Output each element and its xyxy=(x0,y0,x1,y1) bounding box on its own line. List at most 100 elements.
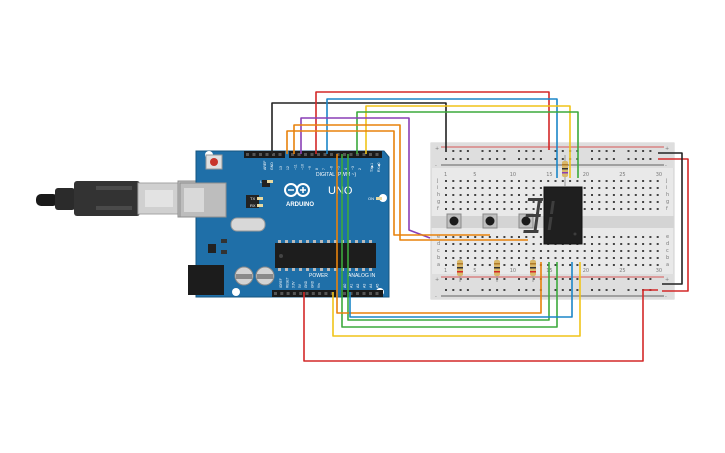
digital-pin-label: 8 xyxy=(315,168,319,170)
row-letter: c xyxy=(666,248,669,254)
power-label: POWER xyxy=(309,273,328,279)
atmega-chip xyxy=(275,243,376,268)
digital-header[interactable] xyxy=(244,151,285,158)
rail-label-minus: - xyxy=(435,294,437,300)
svg-text:TX: TX xyxy=(250,196,255,201)
row-letter: c xyxy=(437,248,440,254)
digital-pin-label: ~5 xyxy=(337,166,341,170)
wire-orange[interactable] xyxy=(293,124,528,241)
column-number: 30 xyxy=(656,172,662,178)
push-button[interactable] xyxy=(446,213,462,229)
wire-orange[interactable] xyxy=(286,130,490,236)
resistor xyxy=(457,258,463,282)
digital-pin-label: ~10 xyxy=(301,164,305,170)
wire-red-5v[interactable] xyxy=(315,91,550,154)
column-number: 20 xyxy=(583,268,589,274)
row-letter: f xyxy=(666,206,668,212)
resistor xyxy=(494,258,500,282)
chip-pins xyxy=(278,268,372,271)
row-letter: d xyxy=(666,241,669,247)
wire-green-seg[interactable] xyxy=(341,154,558,328)
row-letter: j xyxy=(436,178,438,184)
model-text: UNO xyxy=(328,185,353,197)
l-led: L xyxy=(260,179,273,184)
arduino-board[interactable]: TX RX ON L ARDUINO UNO DIGITAL (PWM ~) P… xyxy=(179,150,390,298)
column-number: 20 xyxy=(583,172,589,178)
wire-red-power[interactable] xyxy=(303,289,658,362)
tx-pin-label: TX▶1 xyxy=(370,163,374,172)
row-letter: b xyxy=(666,255,669,261)
column-number: 1 xyxy=(444,172,447,178)
rail-label-plus: + xyxy=(435,277,439,283)
arduino-logo xyxy=(284,183,310,197)
dc-jack xyxy=(188,265,224,295)
header-holes xyxy=(246,153,379,156)
power-pin-label: GND xyxy=(311,280,315,288)
rx-pin-label: RX◀0 xyxy=(377,162,381,172)
row-letter: h xyxy=(666,192,669,198)
resistor xyxy=(530,258,536,282)
analog-label: ANALOG IN xyxy=(348,273,376,279)
row-letter: d xyxy=(437,241,440,247)
power-pin-label: 3.3V xyxy=(292,281,296,288)
wire-yellow-seg[interactable] xyxy=(332,262,581,337)
digital-pin-label: ~9 xyxy=(308,166,312,170)
column-number: 1 xyxy=(444,268,447,274)
column-number: 5 xyxy=(473,268,476,274)
row-letter: e xyxy=(666,234,669,240)
digital-pin-label: 13 xyxy=(279,166,283,170)
wire-green-seg[interactable] xyxy=(347,154,550,321)
rail-label-plus: + xyxy=(435,146,439,152)
digital-pin-label: 4 xyxy=(344,168,348,170)
row-letter: a xyxy=(437,262,440,268)
column-number: 10 xyxy=(510,172,516,178)
column-number: 15 xyxy=(546,172,552,178)
digital-pin-label: ~6 xyxy=(329,166,333,170)
digital-header[interactable] xyxy=(289,151,382,158)
wire-blue-seg[interactable] xyxy=(349,262,573,318)
wire-purple[interactable] xyxy=(300,117,431,239)
analog-header[interactable] xyxy=(341,290,383,297)
rail-label-minus: - xyxy=(435,163,437,169)
wire-black-rail[interactable] xyxy=(658,152,683,285)
power-led: ON xyxy=(368,196,382,201)
wire-black-gnd[interactable] xyxy=(271,102,447,154)
svg-text:RX: RX xyxy=(250,203,256,208)
crystal xyxy=(230,217,266,232)
power-pin-label: IOREF xyxy=(279,278,283,288)
column-number: 30 xyxy=(656,268,662,274)
row-letter: i xyxy=(437,185,438,191)
rail-label-plus: + xyxy=(665,277,669,283)
column-number: 25 xyxy=(619,172,625,178)
wire-green[interactable] xyxy=(356,111,579,178)
wire-red-rail[interactable] xyxy=(658,158,689,292)
power-pin-label: 5V xyxy=(298,283,302,288)
analog-pin-label: A4 xyxy=(369,284,373,288)
analog-pin-label: A1 xyxy=(350,284,354,288)
rail-label-minus: - xyxy=(665,163,667,169)
rx-led: RX xyxy=(250,203,263,208)
svg-text:ON: ON xyxy=(368,196,374,201)
digital-pin-label: ~11 xyxy=(293,164,297,170)
wire-blue[interactable] xyxy=(326,98,558,178)
row-letter: h xyxy=(437,192,440,198)
seven-segment-display[interactable]: 8 xyxy=(523,186,583,245)
analog-pin-label: A2 xyxy=(356,284,360,288)
row-letter: i xyxy=(666,185,667,191)
digital-pin-label: 12 xyxy=(286,166,290,170)
row-letter: g xyxy=(666,199,669,205)
digital-pin-label: 2 xyxy=(358,168,362,170)
wire-yellow[interactable] xyxy=(365,105,571,178)
logo-text: ARDUINO xyxy=(286,202,314,208)
column-number: 10 xyxy=(510,268,516,274)
row-letter: e xyxy=(437,234,440,240)
resistor xyxy=(562,155,568,186)
wire-orange-seg[interactable] xyxy=(336,154,542,314)
row-letter: a xyxy=(666,262,669,268)
push-button[interactable] xyxy=(482,213,498,229)
power-pin-label: RESET xyxy=(285,277,289,288)
analog-pin-label: A0 xyxy=(343,284,347,288)
